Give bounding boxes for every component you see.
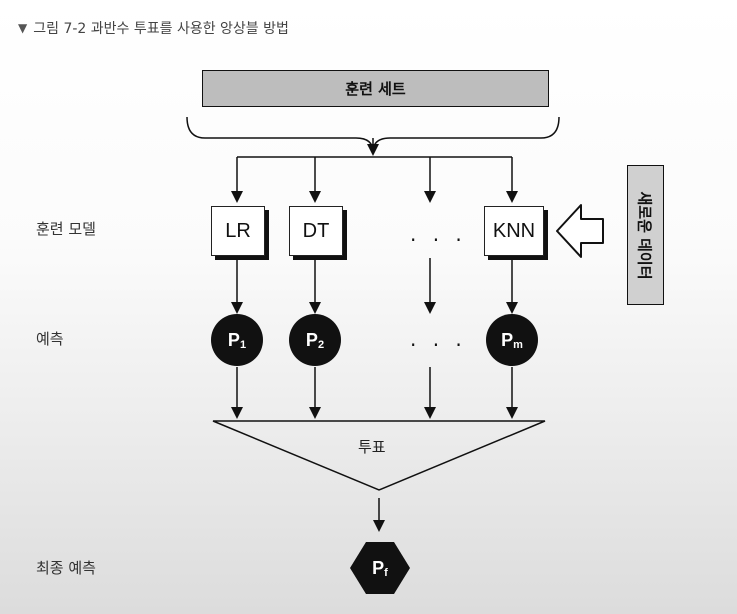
models-ellipsis: · · · — [410, 228, 467, 252]
figure-caption: ▼ 그림 7-2 과반수 투표를 사용한 앙상블 방법 — [18, 18, 289, 38]
row-label-predictions: 예측 — [36, 330, 64, 348]
caption-text: 그림 7-2 과반수 투표를 사용한 앙상블 방법 — [33, 21, 289, 37]
vote-funnel — [212, 420, 546, 491]
model-box-knn: KNN — [484, 206, 544, 256]
chevron-down-icon: ▼ — [18, 21, 28, 35]
training-set-label: 훈련 세트 — [345, 80, 406, 98]
vote-label: 투표 — [358, 438, 386, 456]
row-label-final: 최종 예측 — [36, 559, 96, 577]
model-label: KNN — [492, 219, 536, 242]
model-label: LR — [225, 219, 251, 242]
model-label: DT — [302, 219, 330, 242]
training-set-box: 훈련 세트 — [202, 70, 549, 107]
predictions-ellipsis: · · · — [410, 333, 467, 357]
row-label-models: 훈련 모델 — [36, 220, 96, 238]
final-prediction-hexagon — [350, 542, 410, 594]
new-data-arrow — [556, 204, 604, 258]
model-box-lr: LR — [211, 206, 265, 256]
new-data-box: 새로운 데이터 — [627, 165, 664, 305]
new-data-label: 새로운 데이터 — [636, 190, 654, 280]
model-box-dt: DT — [289, 206, 343, 256]
